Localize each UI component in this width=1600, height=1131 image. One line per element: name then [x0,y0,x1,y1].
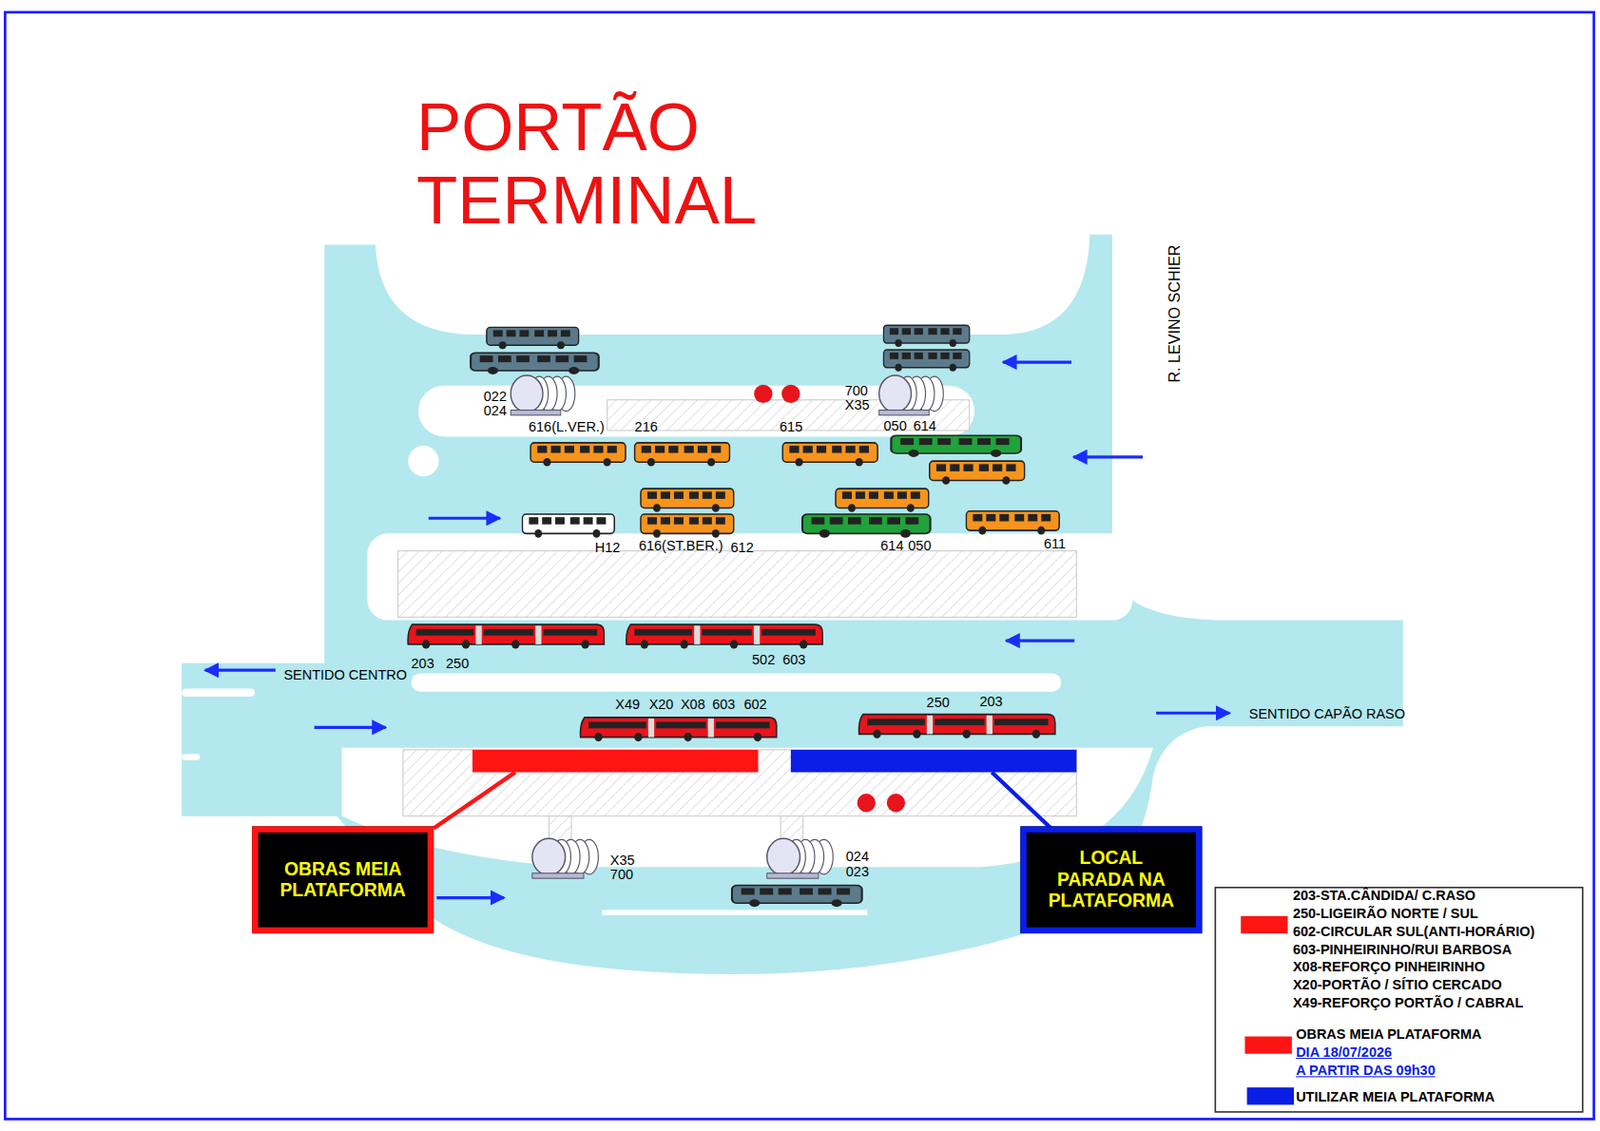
bus-line-number: 203 [411,656,435,671]
bus-line-number: 611 [1043,538,1066,552]
bus-line-number: 024 [483,404,507,418]
bus-line-number: H12 [595,540,621,555]
bus-line-number: 250 [926,695,950,710]
bus-line-number: X49 [615,697,640,712]
bus-line-number: 700 [845,385,868,399]
bus-line-number: A PARTIR DAS 09h30 [1295,1063,1436,1078]
notice-box: OBRAS MEIA PLATAFORMA [251,826,434,934]
bus-line-number: SENTIDO CAPÃO RASO [1249,707,1406,721]
bus-line-number: 616(L.VER.) [528,420,605,434]
bus-line-number: X35 [845,399,870,413]
notice-body: OBRAS MEIA PLATAFORMA [279,858,405,902]
legend-swatch [1247,1087,1294,1105]
bus-line-number: 203 [979,694,1003,709]
route-name: 250-LIGEIRÃO NORTE / SUL [1292,906,1479,921]
map-title: PORTÃO TERMINAL [416,89,757,237]
bus-line-number: 024 [846,849,869,864]
bus-line-number: 023 [846,865,869,879]
route-name: X20-PORTÃO / SÍTIO CERCADO [1292,978,1503,992]
bus-line-number: 502 [751,653,775,667]
bus-line-number: 050 [907,539,931,553]
bus-line-number: 022 [483,389,507,404]
bus-line-number: 612 [731,540,754,555]
bus-line-number: X35 [610,853,636,868]
bus-line-number: 614 [880,539,904,553]
bus-line-number: DIA 18/07/2026 [1295,1045,1392,1060]
bus-line-number: 615 [779,420,803,434]
notice-box: LOCAL PARADA NA PLATAFORMA [1020,826,1202,934]
notice-body: LOCAL PARADA NA PLATAFORMA [1048,848,1175,913]
route-name: X49-REFORÇO PORTÃO / CABRAL [1292,997,1523,1011]
bus-line-number: SENTIDO CENTRO [283,668,407,682]
bus-line-number: X20 [649,697,675,712]
legend-text: UTILIZAR MEIA PLATAFORMA [1295,1090,1495,1104]
notice-text: OBRAS MEIA PLATAFORMA [279,858,405,902]
bus-line-number: 614 [913,419,937,433]
bus-line-number: 616(ST.BER.) [638,539,724,553]
bus-line-number: 700 [610,867,634,882]
bus-line-number: 603 [712,697,735,712]
route-name: X08-REFORÇO PINHEIRINHO [1292,960,1485,974]
street-name: R. LEVINO SCHIER [1165,244,1181,383]
route-name: 602-CIRCULAR SUL(ANTI-HORÁRIO) [1292,925,1535,940]
legend-swatch [1244,1037,1292,1055]
notice-text: LOCAL PARADA NA PLATAFORMA [1048,848,1175,913]
route-name: 203-STA.CÂNDIDA/ C.RASO [1292,888,1476,903]
bus-line-number: 050 [884,419,907,433]
bus-line-number: 602 [743,697,767,712]
bus-line-number: 216 [635,420,658,434]
legend-text: OBRAS MEIA PLATAFORMA [1295,1027,1482,1041]
bus-line-number: 250 [445,656,469,671]
route-name: 603-PINHEIRINHO/RUI BARBOSA [1292,943,1512,957]
bus-line-number: 603 [782,653,806,667]
bus-line-number: X08 [680,697,706,712]
